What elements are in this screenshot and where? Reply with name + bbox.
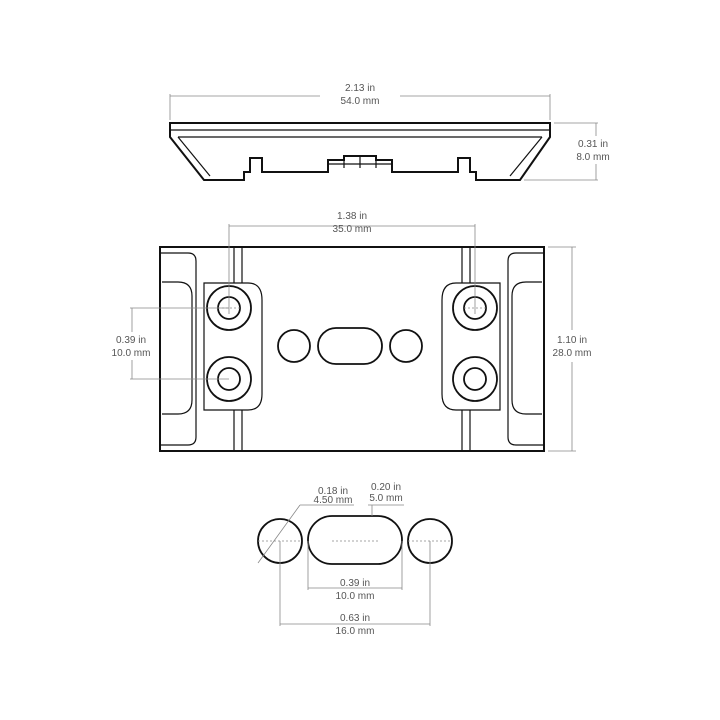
dim-plate-depth: 1.10 in 28.0 mm — [548, 246, 592, 452]
side-chamfer-right — [509, 136, 543, 177]
hole-x-imperial-label: 1.38 in — [337, 211, 367, 222]
circle-spacing-imperial-label: 0.63 in — [340, 613, 370, 624]
right-rail-inner — [511, 281, 542, 415]
center-circle-right — [389, 329, 423, 363]
circle-dia-metric-label: 4.50 mm — [314, 495, 353, 506]
left-boss-outline — [203, 282, 263, 411]
dim-overall-width: 2.13 in 54.0 mm — [169, 83, 551, 120]
dim-slot-width: 0.20 in 5.0 mm — [368, 482, 404, 516]
hole-y-metric-label: 10.0 mm — [112, 348, 151, 359]
slot-length-imperial-label: 0.39 in — [340, 578, 370, 589]
side-chamfer-left — [177, 136, 211, 177]
slot-width-imperial-label: 0.20 in — [371, 482, 401, 493]
hole-x-metric-label: 35.0 mm — [333, 224, 372, 235]
slot-length-metric-label: 10.0 mm — [336, 591, 375, 602]
dim-hole-spacing-y: 0.39 in 10.0 mm — [112, 307, 229, 380]
side-profile — [169, 122, 551, 181]
center-circle-left — [277, 329, 311, 363]
center-slot — [317, 327, 383, 365]
circle-spacing-metric-label: 16.0 mm — [336, 626, 375, 637]
dim-height: 0.31 in 8.0 mm — [524, 122, 610, 181]
slot-width-metric-label: 5.0 mm — [369, 493, 402, 504]
left-rail — [160, 252, 197, 446]
height-metric-label: 8.0 mm — [576, 152, 609, 163]
right-boss-outline — [441, 282, 501, 411]
depth-imperial-label: 1.10 in — [557, 335, 587, 346]
side-view — [169, 122, 551, 181]
depth-metric-label: 28.0 mm — [553, 348, 592, 359]
left-rail-inner — [162, 281, 193, 415]
detail-slot — [307, 515, 403, 565]
circle-dia-imperial-label: 0.18 in — [318, 486, 348, 497]
right-rail — [507, 252, 544, 446]
top-view — [159, 246, 545, 452]
height-imperial-label: 0.31 in — [578, 139, 608, 150]
dim-hole-spacing-x: 1.38 in 35.0 mm — [218, 211, 486, 314]
dim-slot-length: 0.39 in 10.0 mm — [307, 541, 403, 602]
width-imperial-label: 2.13 in — [345, 83, 375, 94]
mount-hole-bottom-right — [463, 367, 487, 391]
dim-circle-diameter: 0.18 in 4.50 mm — [257, 486, 354, 564]
dim-circle-spacing: 0.63 in 16.0 mm — [279, 541, 431, 637]
hole-y-imperial-label: 0.39 in — [116, 335, 146, 346]
width-metric-label: 54.0 mm — [341, 96, 380, 107]
